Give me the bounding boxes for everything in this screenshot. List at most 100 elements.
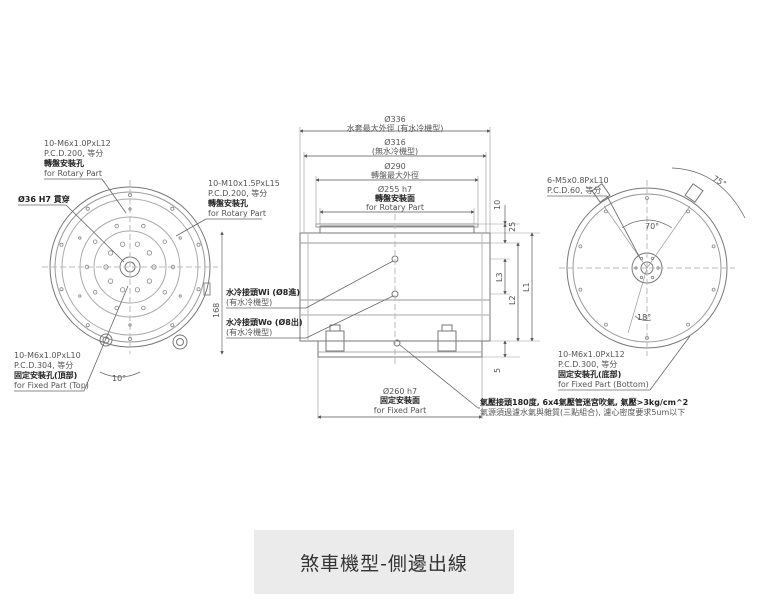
left-top-spec-3: 轉盤安裝孔 xyxy=(44,158,84,168)
caption-box: 煞車機型-側邊出線 xyxy=(254,530,514,594)
bolt-hole xyxy=(85,323,90,328)
dim-316-note: (無水冷機型) xyxy=(372,146,418,156)
bolt-hole xyxy=(108,250,114,256)
bolt-hole xyxy=(78,236,82,240)
center-side-view xyxy=(299,127,540,419)
bolt-hole xyxy=(146,278,152,284)
dim-L3: L3 xyxy=(495,272,504,282)
right-angle-75: 75° xyxy=(711,174,728,189)
bolt-hole xyxy=(146,250,152,256)
bolt-hole xyxy=(134,287,140,293)
bolt-hole xyxy=(604,322,608,327)
left-angle-label: 10° xyxy=(112,374,126,383)
bolt-hole xyxy=(170,264,176,270)
left-top-spec-4: for Rotary Part xyxy=(44,169,102,178)
left-right-spec-3: 轉盤安裝孔 xyxy=(208,198,248,208)
bolt-hole xyxy=(120,287,126,293)
bolt-hole xyxy=(645,336,649,340)
bolt-hole xyxy=(127,336,132,341)
bolt-hole xyxy=(196,287,201,292)
left-right-spec-2: P.C.D.200, 等分 xyxy=(208,188,267,198)
left-mounting-holes xyxy=(59,192,201,341)
caption-title: 煞車機型-側邊出線 xyxy=(300,552,468,575)
center-labels: Ø336 水套最大外徑 (有水冷機型) Ø316 (無水冷機型) Ø290 轉盤… xyxy=(225,114,688,417)
bolt-hole xyxy=(178,294,182,298)
water-out-note: (有水冷機型) xyxy=(226,327,272,337)
bolt-hole xyxy=(170,323,175,328)
left-dim-168: 168 xyxy=(212,303,221,318)
bolt-hole xyxy=(162,239,167,244)
left-top-view xyxy=(42,180,218,354)
dim-290-note: 轉盤最大外徑 xyxy=(371,170,419,180)
bolt-hole xyxy=(114,223,119,229)
dim-255-note-2: for Rotary Part xyxy=(366,203,424,212)
right-bottom-spec-3: 固定安裝孔(底部) xyxy=(558,369,621,379)
left-right-spec-4: for Rotary Part xyxy=(208,209,266,218)
air-note-1: 氣壓接頭180度, 6x4氣壓管迷宮吹氣, 氣壓>3kg/cm^2 xyxy=(480,397,688,407)
left-top-spec-2: P.C.D.200, 等分 xyxy=(44,148,103,158)
dim-L2: L2 xyxy=(508,295,517,305)
bolt-hole xyxy=(656,266,660,270)
bolt-hole xyxy=(578,287,583,292)
left-bottom-spec-1: 10-M6x1.0PxL10 xyxy=(14,351,81,360)
bolt-hole xyxy=(103,264,109,270)
bolt-hole xyxy=(59,287,64,292)
right-bottom-spec-4: for Fixed Part (Bottom) xyxy=(558,380,649,389)
bolt-hole xyxy=(634,266,638,270)
water-in-label: 水冷接頭Wi (Ø8進) xyxy=(225,287,300,297)
right-bottom-spec-2: P.C.D.300, 等分 xyxy=(558,359,617,369)
air-note-2: 氣源須過濾水氣與雜質(三點組合), 濾心密度要求5um以下 xyxy=(480,407,685,417)
dim-316: Ø316 xyxy=(384,137,406,147)
bolt-hole xyxy=(127,192,132,197)
bolt-hole xyxy=(686,209,690,214)
bolt-hole xyxy=(85,206,90,211)
left-bottom-spec-2: P.C.D.304, 等分 xyxy=(14,360,73,370)
bolt-hole xyxy=(711,287,716,292)
dim-260-note-1: 固定安裝面 xyxy=(380,395,420,405)
dim-336: Ø336 xyxy=(384,114,406,124)
bolt-hole xyxy=(78,294,82,298)
right-top-spec-2: P.C.D.60, 等分 xyxy=(547,185,601,195)
dim-L1: L1 xyxy=(522,282,531,292)
bolt-hole xyxy=(578,244,583,249)
bolt-hole xyxy=(650,275,655,280)
dim-255: Ø255 h7 xyxy=(378,184,412,194)
bolt-hole xyxy=(141,305,146,311)
bolt-hole xyxy=(178,236,182,240)
bolt-hole xyxy=(120,241,126,247)
bolt-hole xyxy=(604,209,608,214)
bolt-hole xyxy=(92,290,98,295)
bore-label: Ø36 H7 貫穿 xyxy=(18,194,70,204)
dim-260: Ø260 h7 xyxy=(383,386,417,396)
right-bottom-spec-1: 10-M6x1.0PxL12 xyxy=(558,350,625,359)
bolt-hole xyxy=(170,206,175,211)
right-labels: 6-M5x0.8PxL10 P.C.D.60, 等分 75° 70° 18° 1… xyxy=(547,174,728,391)
bolt-hole xyxy=(639,256,644,261)
bolt-hole xyxy=(92,239,98,244)
dim-5: 5 xyxy=(493,368,502,373)
bolt-hole xyxy=(134,241,140,247)
bolt-hole xyxy=(645,196,649,200)
bolt-hole xyxy=(151,264,157,270)
bolt-hole xyxy=(59,242,64,247)
right-top-spec-1: 6-M5x0.8PxL10 xyxy=(547,176,609,185)
bolt-hole xyxy=(650,256,655,261)
water-out-label: 水冷接頭Wo (Ø8出) xyxy=(225,317,303,327)
dim-290: Ø290 xyxy=(384,161,406,171)
bolt-hole xyxy=(686,322,690,327)
left-top-spec-1: 10-M6x1.0PxL12 xyxy=(44,139,111,148)
bolt-hole xyxy=(196,242,201,247)
bolt-hole xyxy=(84,264,90,270)
bolt-hole xyxy=(128,323,132,327)
left-labels: 10-M6x1.0PxL12 P.C.D.200, 等分 轉盤安裝孔 for R… xyxy=(14,139,280,392)
bolt-hole xyxy=(141,223,146,229)
dim-260-note-2: for Fixed Part xyxy=(374,406,427,415)
dim-336-note: 水套最大外徑 (有水冷機型) xyxy=(347,123,444,133)
technical-drawing: 10-M6x1.0PxL12 P.C.D.200, 等分 轉盤安裝孔 for R… xyxy=(14,114,746,419)
right-mounting-holes xyxy=(578,196,716,340)
bolt-hole xyxy=(108,278,114,284)
center-dimensions xyxy=(299,129,534,419)
left-bottom-spec-4: for Fixed Part (Top) xyxy=(14,381,89,390)
water-in-note: (有水冷機型) xyxy=(226,297,272,307)
